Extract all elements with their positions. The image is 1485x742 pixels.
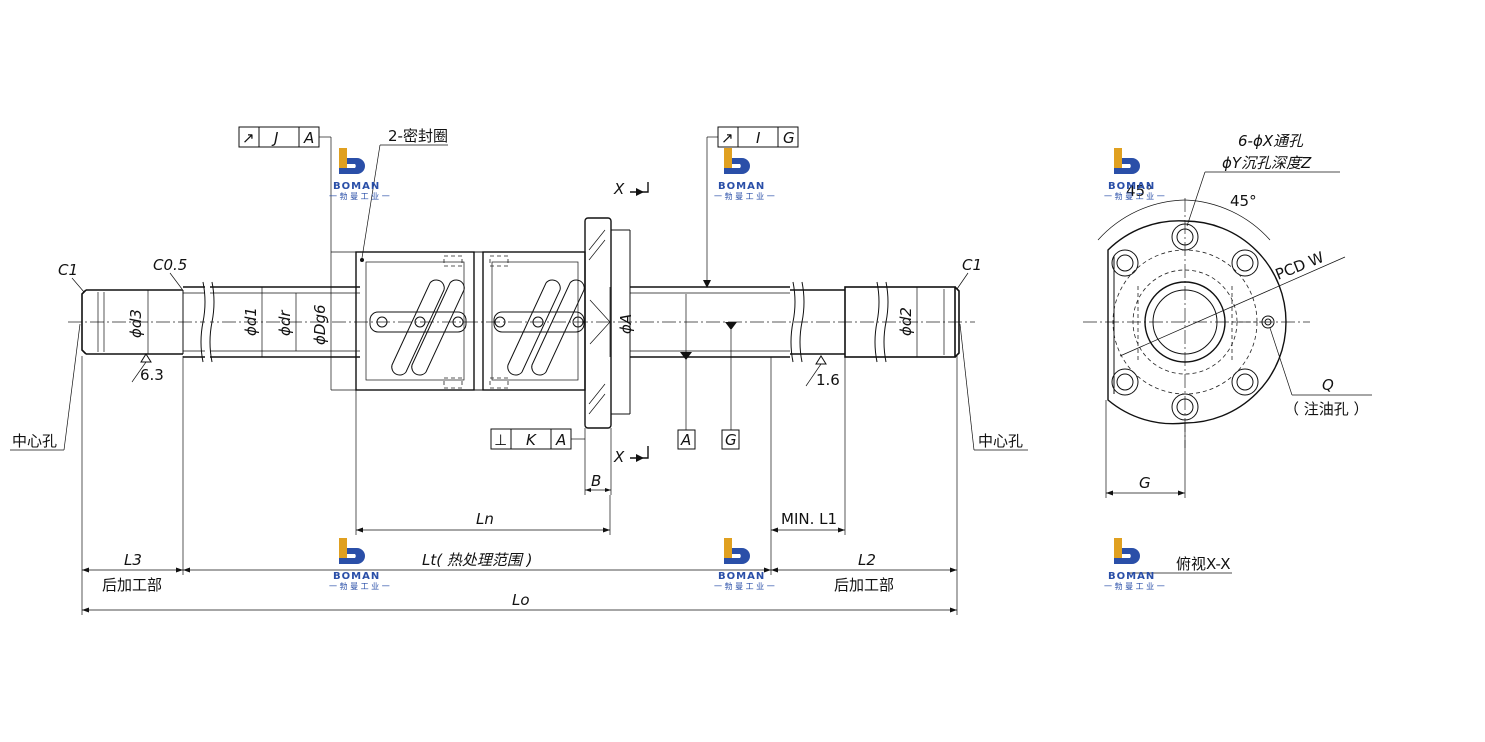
svg-text:BOMAN: BOMAN: [1108, 571, 1155, 582]
view-title: 俯视X-X: [1176, 555, 1230, 573]
angle-left: 45°: [1126, 182, 1153, 200]
svg-text:BOMAN: BOMAN: [333, 571, 380, 582]
bolt-holes: [1111, 223, 1259, 421]
svg-text:BOMAN: BOMAN: [718, 571, 765, 582]
tolerance-frame-perp: ⊥ K A: [490, 428, 585, 450]
watermark-logo: BOMAN 一 勃 曼 工 业 一: [714, 148, 775, 201]
svg-text:A: A: [303, 129, 314, 147]
label-d2: ϕd2: [897, 307, 915, 336]
watermark-logo: BOMAN 一 勃 曼 工 业 一: [329, 538, 390, 591]
label-d1: ϕd1: [242, 307, 260, 336]
dim-Lo: Lo: [512, 591, 530, 609]
watermark-logo: BOMAN 一 勃 曼 工 业 一: [714, 538, 775, 591]
center-hole-right: 中心孔: [978, 432, 1023, 450]
roughness-63: 6.3: [140, 366, 164, 384]
label-dr: ϕdr: [276, 310, 294, 336]
dim-L2: L2: [858, 551, 876, 569]
svg-text:G: G: [783, 129, 795, 147]
dim-Ln: Ln: [476, 510, 494, 528]
pcd-label: PCD W: [1273, 248, 1327, 284]
datum-A: A: [680, 431, 691, 449]
svg-text:BOMAN: BOMAN: [1108, 181, 1155, 192]
nut-body: [355, 217, 631, 429]
angle-right: 45°: [1230, 192, 1257, 210]
svg-text:K: K: [526, 431, 537, 449]
svg-text:⊥: ⊥: [494, 431, 507, 449]
tolerance-frame-right: ↗ I G: [703, 126, 799, 288]
svg-text:一 勃 曼 工 业 一: 一 勃 曼 工 业 一: [329, 581, 390, 591]
svg-text:A: A: [555, 431, 566, 449]
oil-text: （ 注油孔 ）: [1284, 400, 1369, 418]
svg-text:↗: ↗: [242, 129, 255, 147]
svg-text:一 勃 曼 工 业 一: 一 勃 曼 工 业 一: [329, 191, 390, 201]
diameter-dimensions: [147, 251, 918, 391]
seal-label: 2-密封圈: [388, 127, 448, 145]
watermark-logo: BOMAN 一 勃 曼 工 业 一: [1104, 148, 1165, 201]
svg-text:一 勃 曼 工 业 一: 一 勃 曼 工 业 一: [1104, 581, 1165, 591]
screw-shaft: [81, 286, 960, 358]
dim-min-L1: MIN. L1: [781, 510, 837, 528]
watermark-logo: BOMAN 一 勃 曼 工 业 一: [1104, 538, 1165, 591]
break-marks: [200, 281, 889, 363]
label-d3: ϕd3: [127, 309, 145, 338]
svg-text:I: I: [756, 129, 761, 147]
rear-left: 后加工部: [102, 576, 162, 594]
svg-text:J: J: [271, 129, 278, 147]
svg-text:一 勃 曼 工 业 一: 一 勃 曼 工 业 一: [714, 191, 775, 201]
holes-callout: 6-ϕX通孔: [1238, 132, 1304, 150]
dim-Lt: Lt( 热处理范围 ): [422, 551, 532, 569]
label-phiA: ϕA: [617, 314, 635, 334]
watermark-logo: BOMAN 一 勃 曼 工 业 一: [329, 148, 390, 201]
svg-text:一 勃 曼 工 业 一: 一 勃 曼 工 业 一: [714, 581, 775, 591]
rear-right: 后加工部: [834, 576, 894, 594]
tolerance-frame-left: ↗ J A: [238, 126, 332, 252]
roughness-16: 1.6: [816, 371, 840, 389]
datum-G: G: [725, 431, 737, 449]
dim-L3: L3: [124, 551, 142, 569]
label-c1-right: C1: [962, 256, 982, 274]
svg-text:↗: ↗: [721, 129, 734, 147]
side-dim-G: G: [1139, 474, 1151, 492]
label-c1-left: C1: [58, 261, 78, 279]
svg-text:BOMAN: BOMAN: [718, 181, 765, 192]
oil-q: Q: [1322, 376, 1334, 394]
dim-B: B: [591, 472, 601, 490]
counterbore-callout: ϕY沉孔深度Z: [1222, 154, 1312, 172]
side-view: PCD W 45° 45° 6-ϕX通孔 ϕY沉孔深度Z Q （ 注油孔 ） G…: [1083, 132, 1372, 574]
section-x-bottom: X: [613, 448, 625, 466]
label-c05: C0.5: [153, 256, 187, 274]
section-x-top: X: [613, 180, 625, 198]
center-hole-left: 中心孔: [12, 432, 57, 450]
svg-text:BOMAN: BOMAN: [333, 181, 380, 192]
label-dg6: ϕDg6: [311, 304, 329, 345]
svg-text:一 勃 曼 工 业 一: 一 勃 曼 工 业 一: [1104, 191, 1165, 201]
